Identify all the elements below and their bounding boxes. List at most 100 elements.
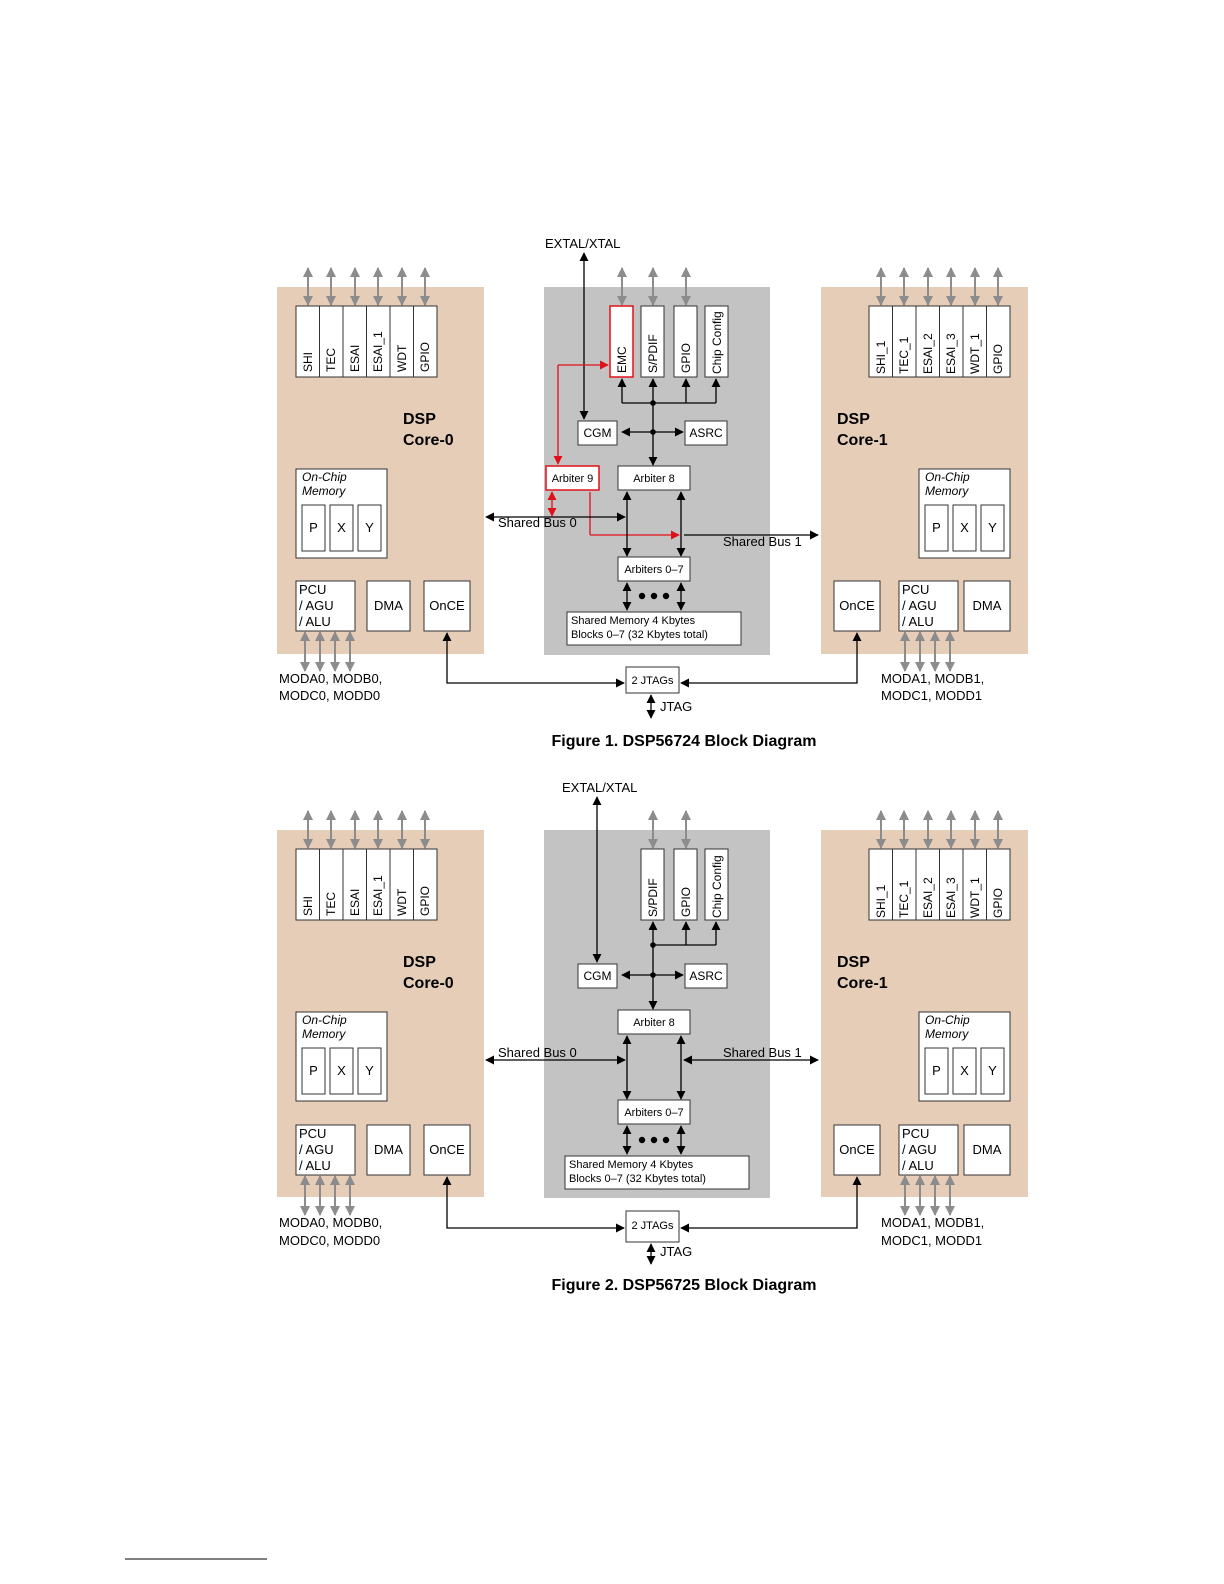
core1-memory: On-Chip Memory P X Y xyxy=(918,1011,1011,1102)
mode-pins: MODA1, MODB1, xyxy=(881,1215,984,1230)
memory-title: On-Chip xyxy=(302,470,347,484)
arbiter9-label: Arbiter 9 xyxy=(552,473,594,485)
shmem-label: Blocks 0–7 (32 Kbytes total) xyxy=(571,629,708,641)
mem-cell: X xyxy=(960,1063,969,1078)
center-block-label: Chip Config xyxy=(710,311,724,374)
gpio-block xyxy=(673,305,698,378)
periph-label: SHI xyxy=(301,352,315,372)
once-block xyxy=(423,1124,471,1176)
dma-label: DMA xyxy=(973,598,1002,613)
center-block-label: GPIO xyxy=(679,343,693,373)
periph-label: SHI_1 xyxy=(874,884,888,918)
pcu-block xyxy=(295,1124,356,1176)
arbiters-label: Arbiters 0–7 xyxy=(624,564,683,576)
core1-peripherals: SHI_1 TEC_1 ESAI_2 ESAI_3 WDT_1 GPIO xyxy=(868,810,1011,921)
cgm-label: CGM xyxy=(584,969,612,983)
emc-block xyxy=(609,305,634,378)
mem-cell: Y xyxy=(365,520,374,535)
mem-cell: Y xyxy=(365,1063,374,1078)
dma-block xyxy=(963,1124,1011,1176)
pcu-block xyxy=(898,580,959,632)
jtag-label: JTAG xyxy=(660,1244,692,1259)
mem-cell: X xyxy=(337,520,346,535)
jtags-label: 2 JTAGs xyxy=(632,675,674,687)
shmem-label: Shared Memory 4 Kbytes xyxy=(569,1159,694,1171)
extal-label: EXTAL/XTAL xyxy=(545,236,620,251)
core1-title: Core-1 xyxy=(837,975,888,992)
arbiter8-block xyxy=(617,1009,691,1035)
periph-label: ESAI_1 xyxy=(371,331,385,372)
periph-label: WDT_1 xyxy=(968,333,982,374)
arbiters-block xyxy=(617,1099,691,1125)
dma-label: DMA xyxy=(374,1142,403,1157)
core1-title: DSP xyxy=(837,954,870,971)
core1-title: Core-1 xyxy=(837,432,888,449)
once-label: OnCE xyxy=(839,1142,875,1157)
pcu-label: / AGU xyxy=(299,598,334,613)
periph-label: ESAI xyxy=(348,889,362,916)
periph-label: TEC xyxy=(324,892,338,916)
center-top-blocks: EMC S/PDIF GPIO Chip Config xyxy=(609,267,729,378)
chip-config-block xyxy=(704,848,729,921)
asrc-block xyxy=(684,420,728,446)
center-block-label: GPIO xyxy=(679,887,693,917)
mem-cell: X xyxy=(337,1063,346,1078)
periph-label: TEC xyxy=(324,348,338,372)
core1-memory: On-Chip Memory P X Y xyxy=(918,468,1011,559)
memory-title: On-Chip xyxy=(925,1013,970,1027)
periph-label: ESAI_1 xyxy=(371,875,385,916)
spdif-block xyxy=(640,848,665,921)
periph-label: SHI xyxy=(301,896,315,916)
mode-pins: MODA0, MODB0, xyxy=(279,671,382,686)
arbiter8-label: Arbiter 8 xyxy=(633,473,675,485)
arbiter9-block xyxy=(545,465,600,491)
figure-2: SHI TEC ESAI ESAI_1 WDT GPIO DSP Core-0 … xyxy=(277,780,1028,1294)
core0-memory: On-Chip Memory P X Y xyxy=(295,1011,388,1102)
once-label: OnCE xyxy=(429,1142,465,1157)
once-label: OnCE xyxy=(429,598,465,613)
jtag-label: JTAG xyxy=(660,699,692,714)
periph-label: WDT xyxy=(395,888,409,916)
pcu-label: PCU xyxy=(902,1126,929,1141)
memory-title: Memory xyxy=(302,1027,346,1041)
gpio-block xyxy=(673,848,698,921)
cgm-block xyxy=(577,420,618,446)
figure-1: SHI TEC ESAI ESAI_1 WDT GPIO DSP Core-0 … xyxy=(277,236,1028,750)
core0-peripherals: SHI TEC ESAI ESAI_1 WDT GPIO xyxy=(295,267,438,378)
arbiters-block xyxy=(617,556,691,582)
periph-label: GPIO xyxy=(991,344,1005,374)
periph-label: ESAI_3 xyxy=(944,877,958,918)
arbiter8-label: Arbiter 8 xyxy=(633,1017,675,1029)
core0-title: Core-0 xyxy=(403,432,454,449)
pcu-label: / ALU xyxy=(902,1158,934,1173)
pcu-label: / AGU xyxy=(902,1142,937,1157)
memory-title: On-Chip xyxy=(302,1013,347,1027)
periph-label: ESAI_2 xyxy=(921,877,935,918)
pcu-label: PCU xyxy=(902,582,929,597)
once-block xyxy=(833,1124,881,1176)
periph-label: WDT xyxy=(395,344,409,372)
center-block-label: EMC xyxy=(615,346,629,373)
periph-label: ESAI_2 xyxy=(921,333,935,374)
periph-label: GPIO xyxy=(991,888,1005,918)
figure-caption: Figure 2. DSP56725 Block Diagram xyxy=(552,1277,817,1294)
pcu-label: PCU xyxy=(299,1126,326,1141)
periph-label: ESAI_3 xyxy=(944,333,958,374)
mem-cell: P xyxy=(932,520,941,535)
dma-block xyxy=(963,580,1011,632)
asrc-block xyxy=(684,963,728,989)
pcu-label: PCU xyxy=(299,582,326,597)
mode-pins: MODC1, MODD1 xyxy=(881,688,982,703)
periph-label: GPIO xyxy=(418,886,432,916)
mem-cell: P xyxy=(932,1063,941,1078)
memory-title: On-Chip xyxy=(925,470,970,484)
cgm-block xyxy=(577,963,618,989)
once-block xyxy=(423,580,471,632)
bus1-label: Shared Bus 1 xyxy=(723,1045,802,1060)
memory-title: Memory xyxy=(925,484,969,498)
spdif-block xyxy=(640,305,665,378)
mode-pins: MODA1, MODB1, xyxy=(881,671,984,686)
core1-peripherals: SHI_1 TEC_1 ESAI_2 ESAI_3 WDT_1 GPIO xyxy=(868,267,1011,378)
dma-block xyxy=(366,1124,411,1176)
mem-cell: Y xyxy=(988,1063,997,1078)
